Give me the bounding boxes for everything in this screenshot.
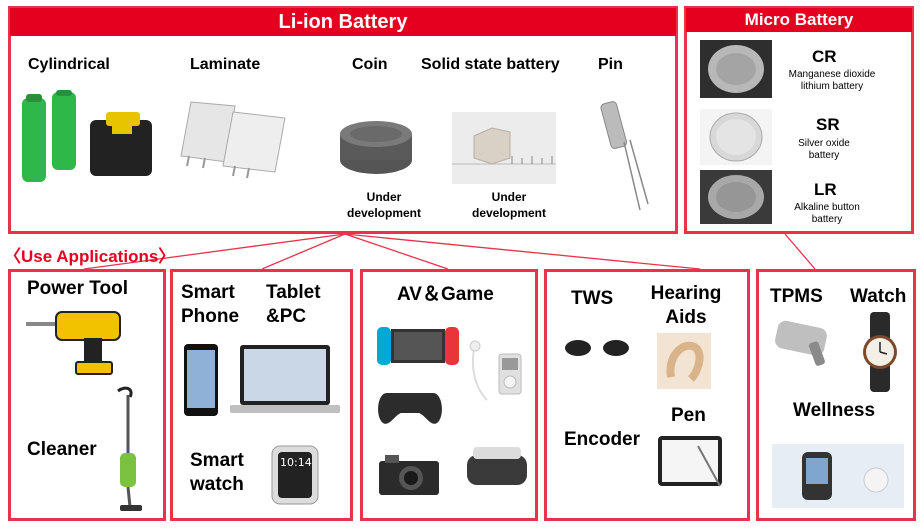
smartphone-label: Smart Phone xyxy=(181,281,251,329)
wristwatch-icon xyxy=(863,312,897,392)
smartwatch-label: Smart watch xyxy=(190,449,260,497)
laptop-icon xyxy=(230,345,340,413)
solid-state-note: Under development xyxy=(471,190,546,220)
vacuum-cleaner-icon xyxy=(117,386,142,511)
laminate-battery-image xyxy=(180,101,286,179)
hearing-aids-text: Hearing Aids xyxy=(650,283,722,328)
coin-note: Under development xyxy=(346,190,421,220)
lr-desc: Alkaline button battery xyxy=(794,202,860,225)
camera-icon xyxy=(379,455,439,495)
av-game-label: AV＆Game xyxy=(397,284,494,305)
use-applications-title: 〈Use Applications〉 xyxy=(4,247,176,266)
wellness-device-icon xyxy=(772,444,904,508)
smartphone-icon xyxy=(184,344,218,416)
lr-battery-image xyxy=(700,170,772,224)
solid-state-battery-image xyxy=(452,112,556,184)
pin-battery-image xyxy=(600,101,649,211)
smartphone-text: Smart Phone xyxy=(181,282,240,327)
wellness-label: Wellness xyxy=(793,400,876,421)
pen-label: Pen xyxy=(671,405,706,426)
encoder-label: Encoder xyxy=(564,429,641,450)
sr-code: SR xyxy=(816,115,840,134)
hearing-aids-label: Hearing Aids xyxy=(646,282,726,330)
tpms-sensor-icon xyxy=(775,320,827,366)
cr-desc: Manganese dioxide lithium battery xyxy=(788,69,876,92)
coin-battery-image xyxy=(340,121,412,174)
sr-desc: Silver oxide battery xyxy=(798,138,850,161)
lr-code: LR xyxy=(814,180,837,199)
cleaner-label: Cleaner xyxy=(27,439,97,460)
cr-battery-image xyxy=(700,40,772,98)
smartwatch-time: 10:14 xyxy=(280,456,312,469)
vr-headset-icon xyxy=(467,447,527,485)
tablet-text: Tablet &PC xyxy=(266,282,321,327)
game-console-icon xyxy=(377,327,459,365)
music-player-icon xyxy=(469,340,522,401)
hearing-aid-icon xyxy=(657,333,711,389)
micro-battery-title: Micro Battery xyxy=(686,8,912,32)
watch-label: Watch xyxy=(850,286,907,307)
tpms-label: TPMS xyxy=(770,286,823,307)
game-controller-icon xyxy=(378,393,442,424)
cr-code: CR xyxy=(812,47,837,66)
smartwatch-icon xyxy=(271,445,319,505)
power-tool-label: Power Tool xyxy=(27,278,128,299)
tws-label: TWS xyxy=(571,288,614,309)
type-laminate: Laminate xyxy=(190,56,261,73)
tablet-label: Tablet &PC xyxy=(266,281,336,329)
type-coin: Coin xyxy=(352,56,388,73)
type-cylindrical: Cylindrical xyxy=(28,56,110,73)
type-pin: Pin xyxy=(598,56,623,73)
tablet-pen-icon xyxy=(658,436,722,487)
smartwatch-text: Smart watch xyxy=(190,450,244,495)
earbuds-icon xyxy=(565,340,629,356)
drill-icon xyxy=(26,311,121,375)
type-solid-state: Solid state battery xyxy=(421,56,560,73)
sr-battery-image xyxy=(700,109,772,165)
liion-battery-title: Li-ion Battery xyxy=(10,8,676,36)
cylindrical-battery-image xyxy=(22,90,152,182)
